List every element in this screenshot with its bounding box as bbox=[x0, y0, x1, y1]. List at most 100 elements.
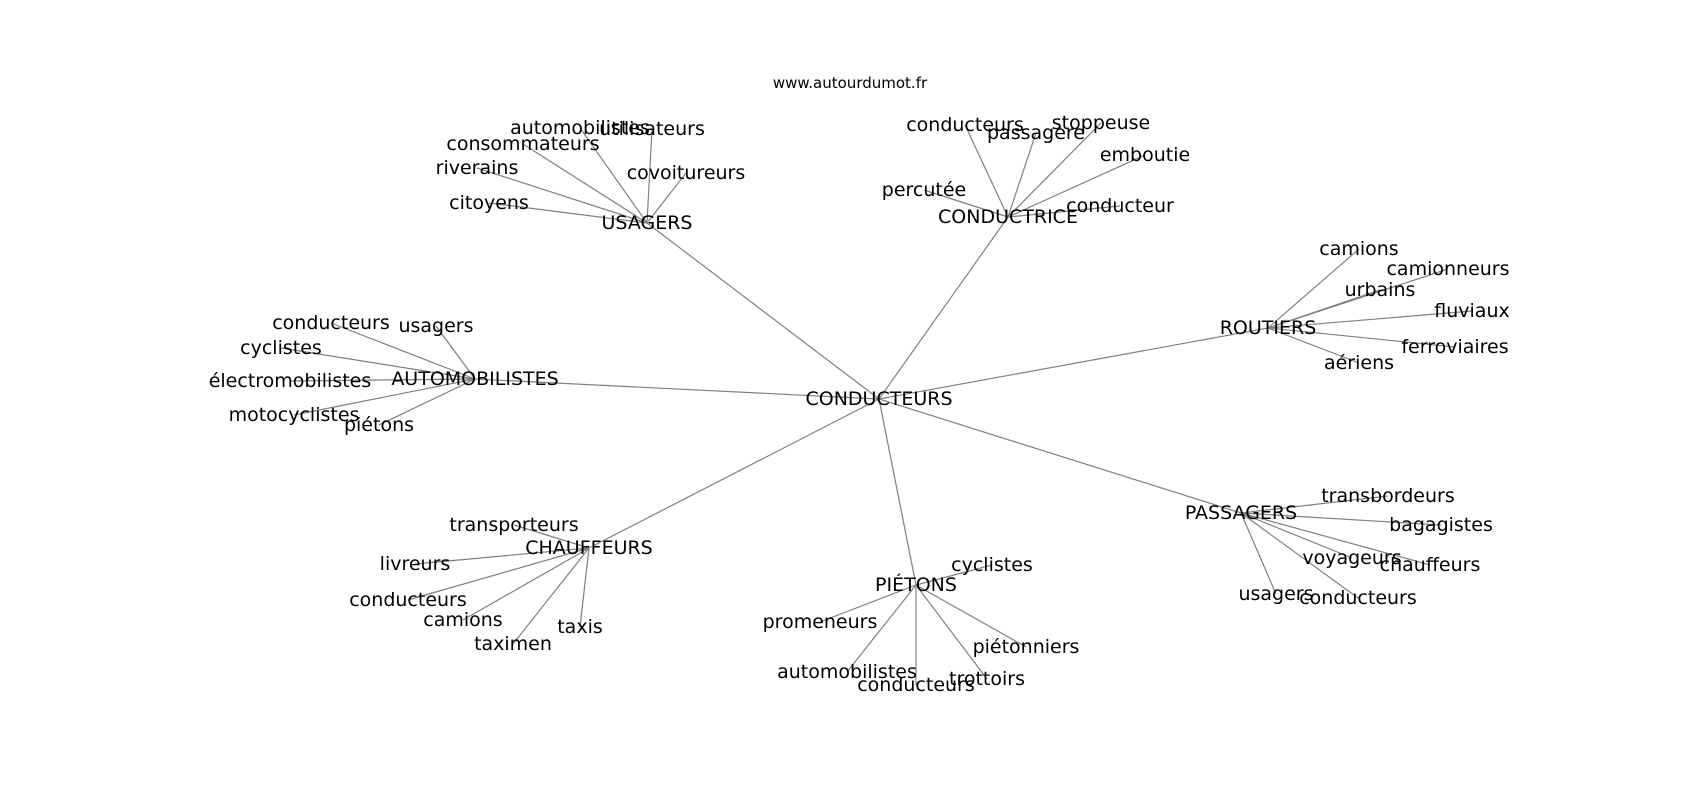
leaf-node-label: conducteurs bbox=[272, 312, 390, 334]
source-label: www.autourdumot.fr bbox=[773, 74, 928, 92]
edge-conductrice-4 bbox=[923, 189, 1009, 218]
leaf-node-label: utilisateurs bbox=[599, 118, 705, 140]
leaf-node-label: conducteurs bbox=[349, 589, 467, 611]
edge-usagers-2 bbox=[522, 143, 648, 224]
leaf-node-label: usagers bbox=[1238, 583, 1313, 605]
leaf-node-label: emboutie bbox=[1100, 144, 1190, 166]
leaf-node-label: piétonniers bbox=[973, 636, 1080, 658]
edge-automobilistes-4 bbox=[293, 378, 476, 416]
edge-piétons-5 bbox=[915, 584, 988, 680]
leaf-node-label: transbordeurs bbox=[1321, 485, 1455, 507]
group-node-label: PASSAGERS bbox=[1185, 502, 1297, 524]
leaf-node-label: automobilistes bbox=[510, 117, 650, 139]
leaf-node-label: cyclistes bbox=[240, 337, 322, 359]
edge-conductrice-3 bbox=[1007, 154, 1146, 218]
edge-center-usagers bbox=[646, 222, 880, 400]
edge-usagers-0 bbox=[579, 127, 648, 224]
edges-layer bbox=[280, 122, 1473, 685]
leaf-node-label: motocyclistes bbox=[229, 404, 360, 426]
edge-center-chauffeurs bbox=[588, 398, 880, 549]
edge-chauffeurs-2 bbox=[407, 547, 590, 601]
group-node-label: CONDUCTRICE bbox=[938, 206, 1078, 228]
edge-piétons-0 bbox=[915, 564, 993, 586]
leaf-node-label: conducteurs bbox=[857, 674, 975, 696]
edge-automobilistes-0 bbox=[330, 322, 476, 380]
leaf-node-label: citoyens bbox=[449, 192, 529, 214]
leaf-node-label: cyclistes bbox=[951, 554, 1033, 576]
leaf-node-label: chauffeurs bbox=[1380, 554, 1481, 576]
edge-chauffeurs-4 bbox=[579, 547, 590, 628]
edge-center-piétons bbox=[878, 398, 917, 586]
edge-usagers-1 bbox=[646, 128, 653, 224]
leaf-node-label: percutée bbox=[882, 179, 966, 201]
leaf-node-label: urbains bbox=[1345, 279, 1416, 301]
group-node-label: CHAUFFEURS bbox=[525, 537, 653, 559]
leaf-node-label: voyageurs bbox=[1302, 547, 1401, 569]
leaf-node-label: passagère bbox=[987, 122, 1085, 144]
edge-chauffeurs-1 bbox=[414, 547, 590, 565]
labels-layer: CONDUCTEURSUSAGERSautomobilistesutilisat… bbox=[209, 112, 1510, 696]
edge-usagers-4 bbox=[476, 167, 648, 224]
group-node-label: ROUTIERS bbox=[1220, 317, 1317, 339]
leaf-node-label: riverains bbox=[436, 157, 519, 179]
leaf-node-label: ferroviaires bbox=[1401, 336, 1508, 358]
leaf-node-label: conducteurs bbox=[906, 114, 1024, 136]
edge-passagers-4 bbox=[1240, 512, 1277, 595]
edge-passagers-1 bbox=[1240, 512, 1442, 526]
edge-center-passagers bbox=[878, 398, 1242, 514]
edge-routiers-5 bbox=[1267, 327, 1360, 364]
leaf-node-label: camions bbox=[1319, 238, 1398, 260]
edge-routiers-0 bbox=[1267, 248, 1360, 329]
leaf-node-label: consommateurs bbox=[446, 133, 599, 155]
leaf-node-label: taximen bbox=[474, 633, 552, 655]
edge-automobilistes-2 bbox=[280, 347, 476, 380]
leaf-node-label: covoitureurs bbox=[627, 162, 746, 184]
leaf-node-label: trottoirs bbox=[949, 668, 1025, 690]
edge-conductrice-5 bbox=[1007, 205, 1121, 218]
edge-piétons-3 bbox=[846, 584, 917, 673]
center-node-label: CONDUCTEURS bbox=[805, 388, 952, 410]
edge-passagers-5 bbox=[1240, 512, 1359, 599]
leaf-node-label: camions bbox=[423, 609, 502, 631]
leaf-node-label: conducteurs bbox=[1299, 587, 1417, 609]
edge-passagers-2 bbox=[1240, 512, 1353, 559]
edge-automobilistes-1 bbox=[435, 325, 476, 380]
edge-piétons-2 bbox=[915, 584, 1027, 648]
edge-center-automobilistes bbox=[474, 378, 880, 400]
edge-center-conductrice bbox=[878, 216, 1009, 400]
group-node-label: USAGERS bbox=[602, 212, 693, 234]
leaf-node-label: livreurs bbox=[380, 553, 451, 575]
leaf-node-label: aériens bbox=[1324, 352, 1394, 374]
edge-conductrice-2 bbox=[1007, 122, 1102, 218]
leaf-node-label: électromobilistes bbox=[209, 370, 372, 392]
edge-usagers-5 bbox=[488, 202, 648, 224]
edge-chauffeurs-0 bbox=[513, 524, 590, 549]
edge-passagers-0 bbox=[1240, 495, 1389, 514]
leaf-node-label: taxis bbox=[557, 616, 603, 638]
leaf-node-label: conducteur bbox=[1066, 195, 1174, 217]
leaf-node-label: stoppeuse bbox=[1052, 112, 1150, 134]
leaf-node-label: automobilistes bbox=[777, 661, 917, 683]
edge-routiers-3 bbox=[1267, 310, 1473, 329]
leaf-node-label: usagers bbox=[398, 315, 473, 337]
group-node-label: AUTOMOBILISTES bbox=[391, 368, 558, 390]
edge-passagers-3 bbox=[1240, 512, 1431, 566]
group-node-label: PIÉTONS bbox=[875, 573, 957, 596]
edge-center-routiers bbox=[878, 327, 1269, 400]
edge-piétons-1 bbox=[819, 584, 917, 623]
edge-conductrice-1 bbox=[1007, 132, 1037, 218]
edge-routiers-2 bbox=[1267, 289, 1381, 329]
edge-automobilistes-3 bbox=[289, 378, 476, 382]
edge-conductrice-0 bbox=[964, 124, 1009, 218]
edge-automobilistes-5 bbox=[378, 378, 476, 426]
edge-routiers-4 bbox=[1267, 327, 1456, 348]
leaf-node-label: transporteurs bbox=[449, 514, 578, 536]
edge-chauffeurs-3 bbox=[462, 547, 590, 621]
leaf-node-label: bagagistes bbox=[1389, 514, 1493, 536]
leaf-node-label: piétons bbox=[344, 414, 414, 436]
edge-chauffeurs-5 bbox=[512, 547, 590, 645]
edge-usagers-3 bbox=[646, 172, 687, 224]
leaf-node-label: fluviaux bbox=[1434, 300, 1509, 322]
leaf-node-label: promeneurs bbox=[763, 611, 878, 633]
